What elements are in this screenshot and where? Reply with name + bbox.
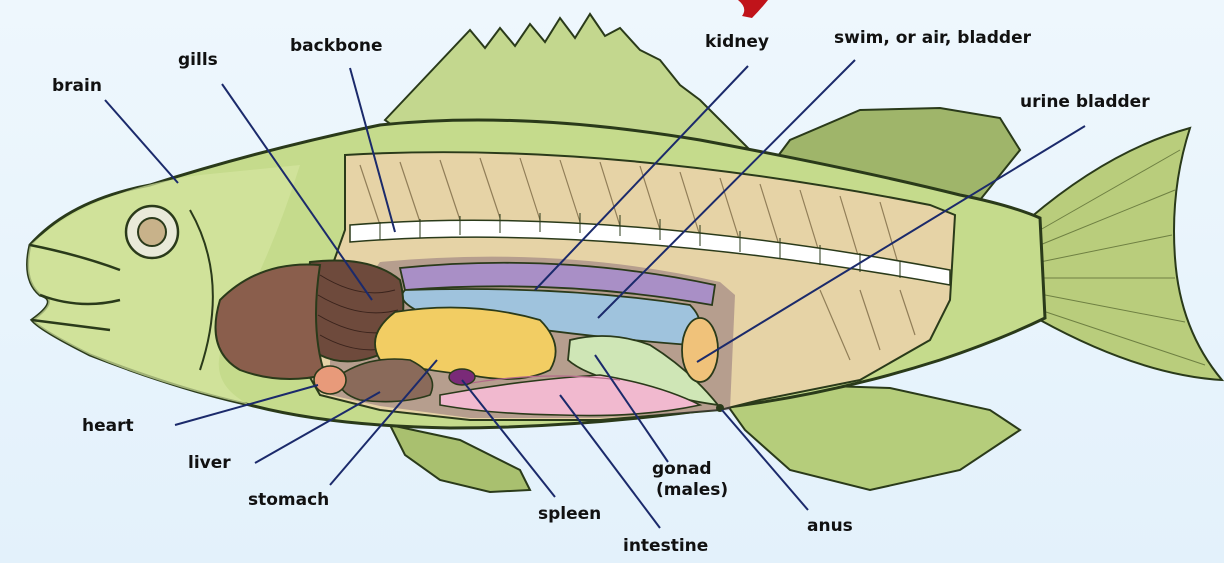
tail-fin: [1030, 128, 1222, 380]
label-brain: brain: [52, 76, 102, 96]
pelvic-fin: [390, 425, 530, 492]
label-swim-bladder: swim, or air, bladder: [834, 28, 1031, 48]
label-kidney: kidney: [705, 32, 769, 52]
heart: [314, 366, 346, 394]
title-fragment: [738, 0, 768, 18]
label-liver: liver: [188, 453, 231, 473]
label-intestine: intestine: [623, 536, 708, 556]
label-gills: gills: [178, 50, 218, 70]
label-stomach: stomach: [248, 490, 329, 510]
urine-bladder: [682, 318, 718, 382]
label-urine-bladder: urine bladder: [1020, 92, 1150, 112]
label-backbone: backbone: [290, 36, 383, 56]
label-spleen: spleen: [538, 504, 601, 524]
label-gonad-males: (males): [656, 480, 728, 500]
label-heart: heart: [82, 416, 134, 436]
label-anus: anus: [807, 516, 853, 536]
spleen: [449, 369, 475, 385]
label-gonad: gonad: [652, 459, 712, 479]
